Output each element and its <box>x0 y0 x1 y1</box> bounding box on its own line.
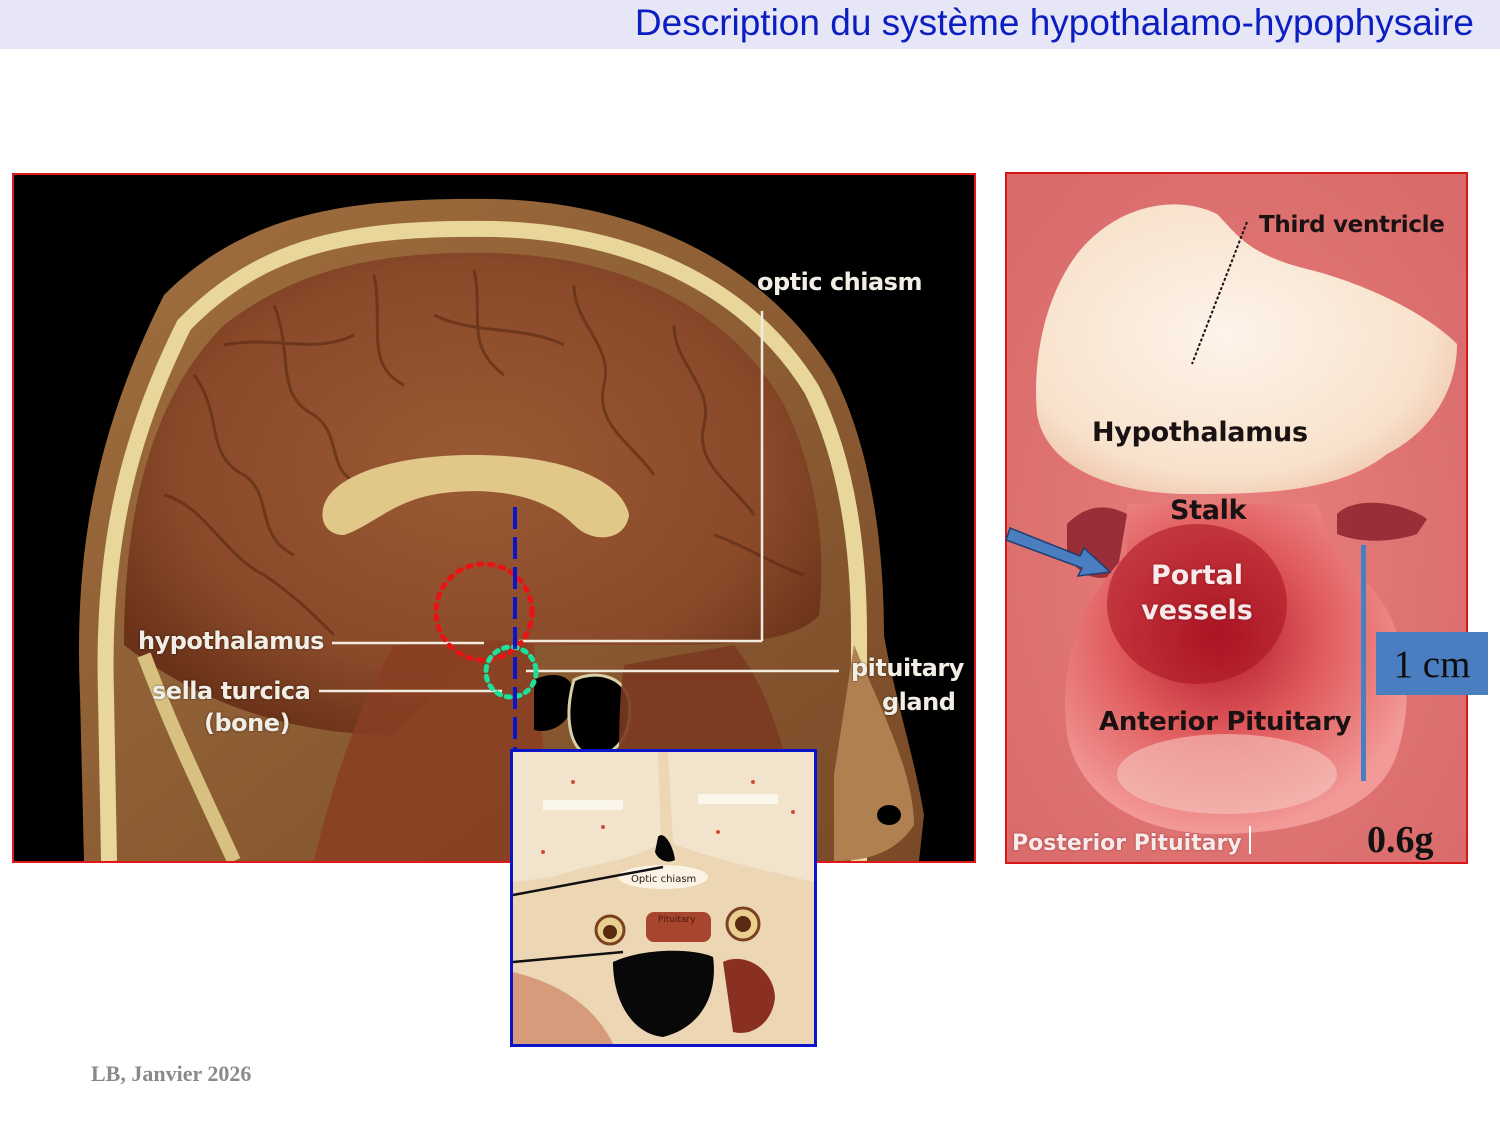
label-pituitary: pituitary <box>851 654 964 682</box>
label-pituitary-gland: gland <box>882 688 956 716</box>
hypothalamus-region-circle <box>433 561 535 663</box>
label-optic-chiasm: optic chiasm <box>757 268 922 296</box>
label-third-ventricle: Third ventricle <box>1259 212 1445 238</box>
label-stalk: Stalk <box>1170 495 1247 526</box>
coronal-section-inset: Optic chiasm Pituitary <box>510 749 817 1047</box>
label-portal-line1: Portal <box>1150 560 1244 591</box>
scale-bar <box>1361 545 1366 781</box>
slide-title: Description du système hypothalamo-hypop… <box>634 2 1474 43</box>
pituitary-illustration <box>1007 174 1466 862</box>
arrow-icon <box>1006 527 1112 577</box>
sagittal-brain-image: optic chiasm hypothalamus sella turcica … <box>12 173 976 863</box>
label-hypothalamus: hypothalamus <box>138 627 324 655</box>
label-portal-line2: vessels <box>1141 595 1253 627</box>
inset-label-optic-chiasm: Optic chiasm <box>631 874 697 885</box>
coronal-section-illustration <box>513 752 814 1044</box>
inset-label-pituitary: Pituitary <box>658 915 696 925</box>
pituitary-photo: Third ventricle Hypothalamus Stalk Porta… <box>1005 172 1468 864</box>
label-anterior-pituitary: Anterior Pituitary <box>1099 707 1352 737</box>
label-posterior-pituitary: Posterior Pituitary <box>1012 831 1242 856</box>
title-band <box>0 0 1500 49</box>
scale-label: 1 cm <box>1376 632 1488 695</box>
pituitary-region-circle <box>483 644 539 700</box>
label-hypothalamus-photo: Hypothalamus <box>1092 417 1308 448</box>
label-sella-turcica: sella turcica <box>152 677 311 705</box>
mass-label: 0.6g <box>1367 819 1434 861</box>
label-sella-turcica-bone: (bone) <box>204 709 290 737</box>
label-portal-vessels: Portal vessels <box>1127 558 1267 628</box>
sagittal-brain-illustration <box>79 198 924 861</box>
slide-footer: LB, Janvier 2026 <box>91 1061 252 1086</box>
